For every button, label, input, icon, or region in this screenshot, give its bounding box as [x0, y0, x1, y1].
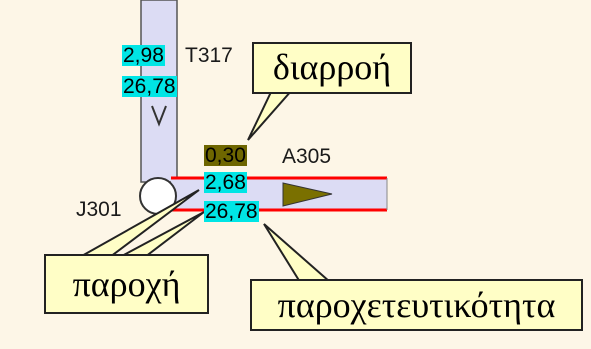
pipe-leak-value: 0,30: [204, 144, 247, 167]
pipe-value-2: 26,78: [204, 200, 259, 223]
tank-id-label: T317: [185, 44, 233, 67]
capacity-callout-pointer: [263, 223, 333, 283]
triangle-right-icon: [282, 182, 333, 207]
pipe-id-label: A305: [282, 145, 332, 168]
leak-callout-pointer: [247, 89, 295, 141]
leak-callout: διαρροή: [252, 42, 412, 94]
tank-value-1: 2,98: [122, 44, 165, 67]
tank-value-2: 26,78: [122, 75, 177, 98]
flow-callout: παροχή: [44, 254, 209, 314]
junction-id-label: J301: [76, 198, 122, 221]
chevron-down-icon: [151, 105, 167, 127]
pipe-value-1: 2,68: [204, 171, 247, 194]
capacity-callout: παροχετευτικότητα: [250, 279, 583, 331]
